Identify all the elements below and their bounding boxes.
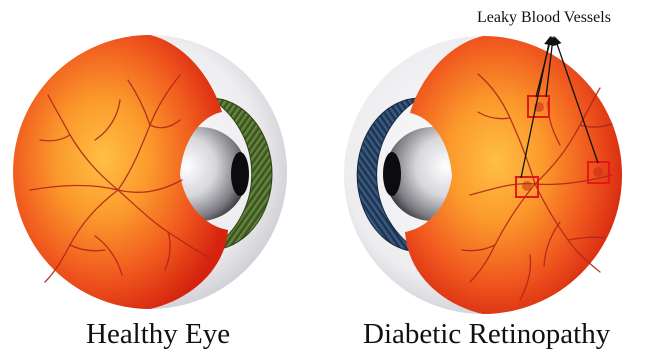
leaky-blood-vessels-label: Leaky Blood Vessels — [477, 9, 611, 27]
diabetic-eye-icon — [344, 36, 622, 314]
diabetic-retinopathy-caption: Diabetic Retinopathy — [363, 318, 610, 351]
healthy-eye-icon — [13, 35, 287, 309]
healthy-eye-caption: Healthy Eye — [86, 318, 230, 351]
healthy-pupil — [231, 152, 249, 196]
diabetic-pupil — [383, 152, 401, 196]
